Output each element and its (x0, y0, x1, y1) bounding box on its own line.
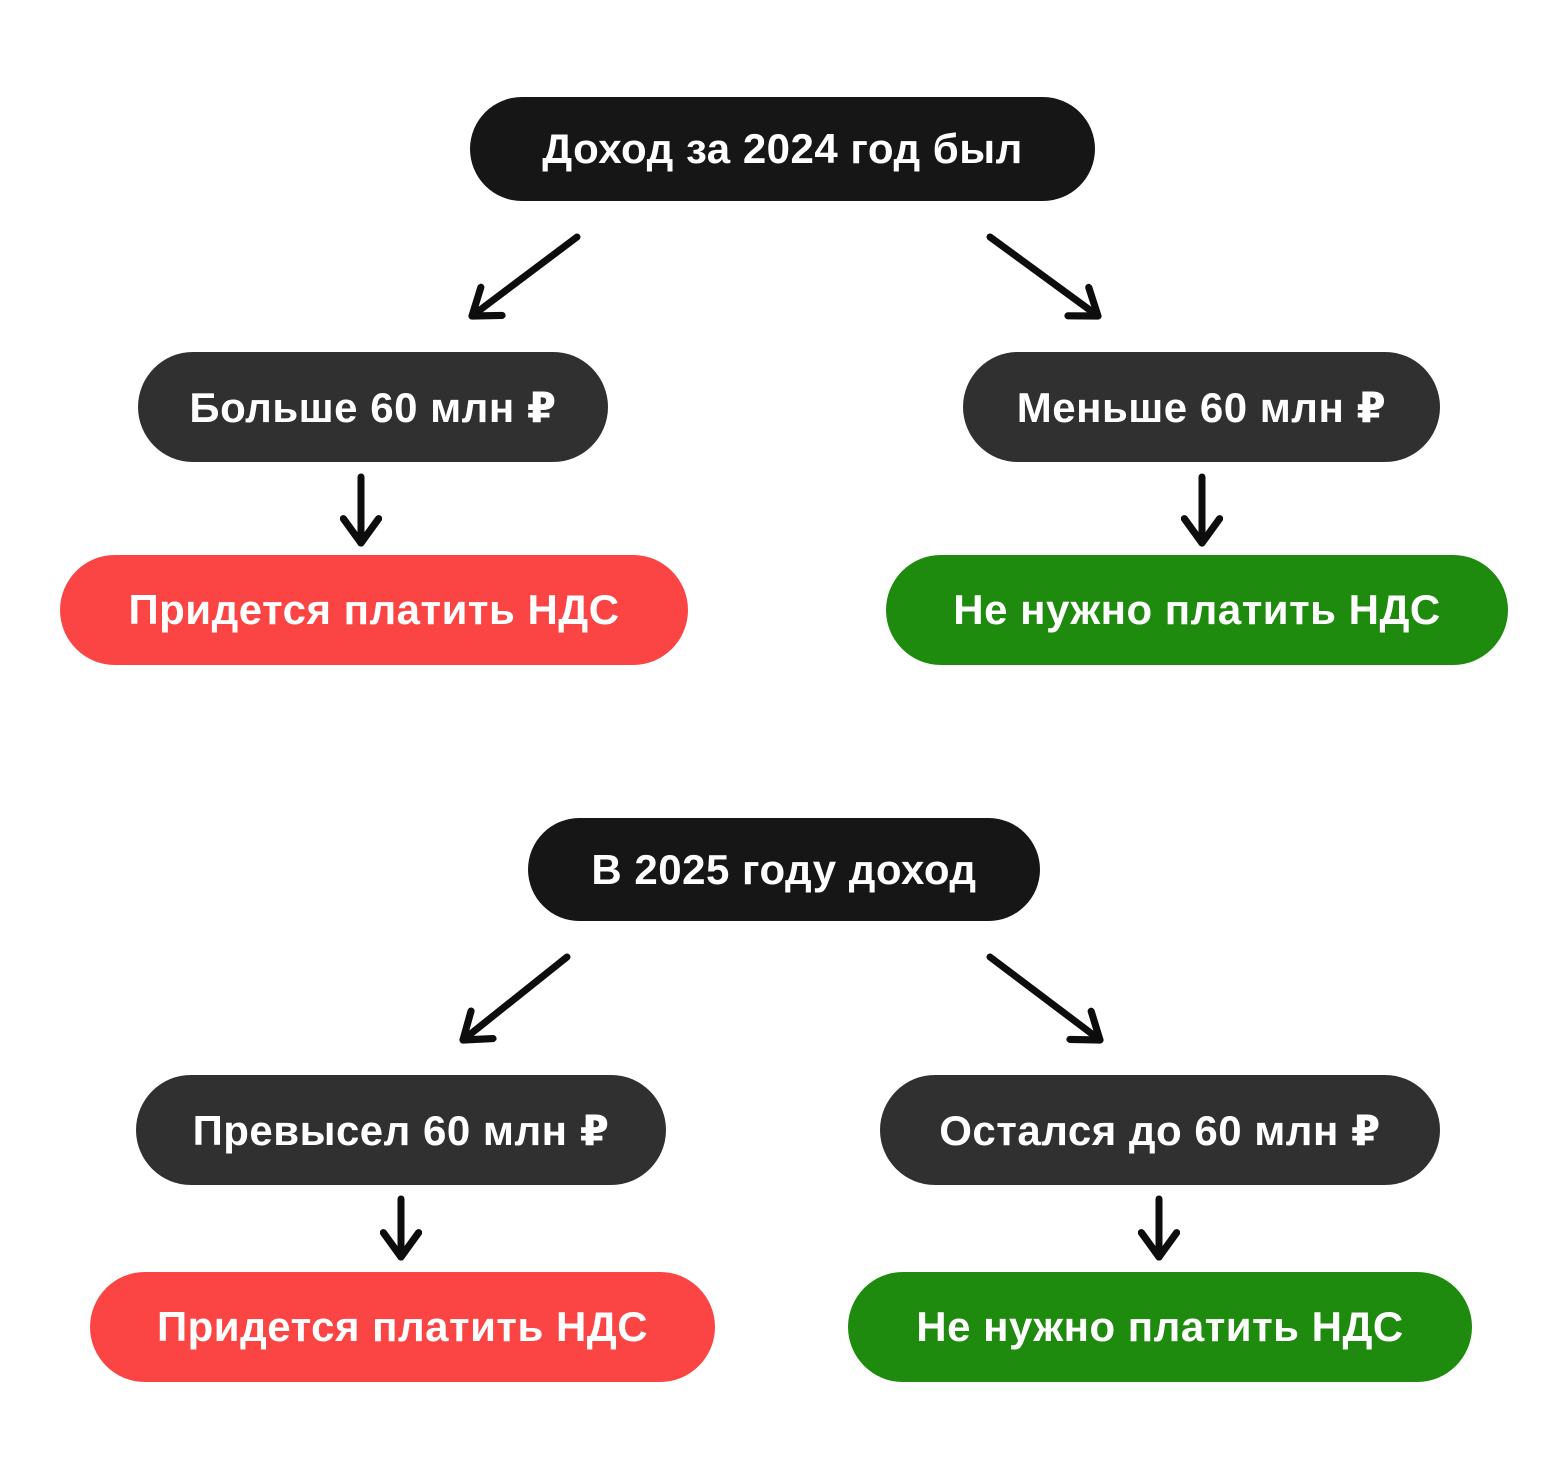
node-2024-less-than-60m: Меньше 60 млн ₽ (963, 352, 1440, 462)
node-2025-must-pay-vat: Придется платить НДС (90, 1272, 715, 1382)
arrow-2025-root-to-left (463, 953, 571, 1040)
node-2024-no-vat-needed: Не нужно платить НДС (886, 555, 1508, 665)
node-2025-stayed-under-60m: Остался до 60 млн ₽ (880, 1075, 1440, 1185)
arrow-2024-root-to-left (472, 233, 581, 316)
node-income-2024-root: Доход за 2024 год был (470, 97, 1095, 201)
node-income-2025-root: В 2025 году доход (528, 818, 1040, 921)
arrow-2024-root-to-right (986, 233, 1098, 316)
arrow-2025-root-to-right (986, 953, 1100, 1040)
node-2024-more-than-60m: Больше 60 млн ₽ (138, 352, 608, 462)
node-2024-must-pay-vat: Придется платить НДС (60, 555, 688, 665)
node-2025-no-vat-needed: Не нужно платить НДС (848, 1272, 1472, 1382)
node-2025-exceeded-60m: Превысел 60 млн ₽ (136, 1075, 666, 1185)
